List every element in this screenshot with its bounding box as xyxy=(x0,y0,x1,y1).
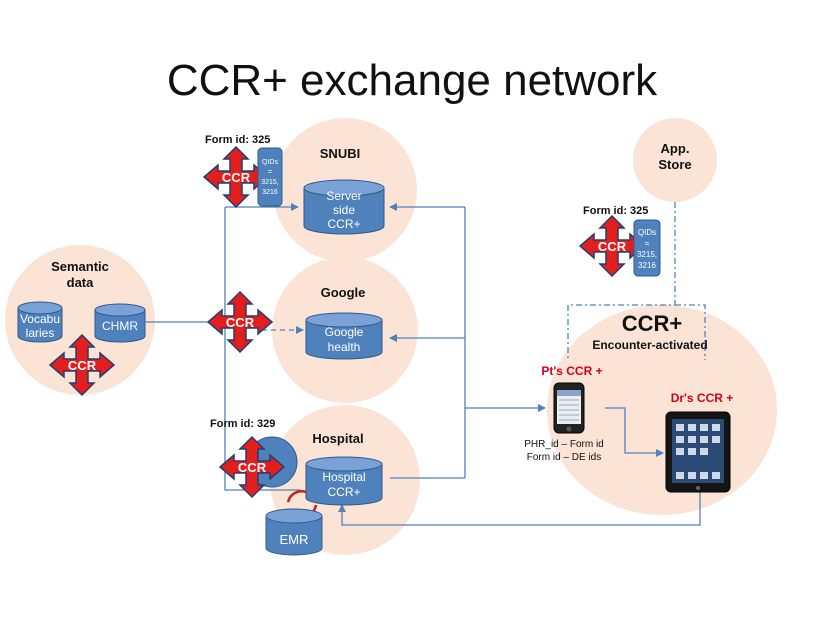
hospital-ccr-arrow: CCR xyxy=(218,435,286,499)
google-health-line-2: health xyxy=(328,340,361,354)
appstore-qids-2: 3215, xyxy=(637,250,657,259)
snubi-qids-2: 3215, xyxy=(261,179,279,186)
hospital-title: Hospital xyxy=(312,431,363,446)
appstore-circle xyxy=(633,118,717,202)
vocab-line-2: laries xyxy=(26,326,55,340)
appstore-ccr-arrow: CCR xyxy=(578,214,646,278)
appstore-qids-3: 3216 xyxy=(638,261,656,270)
hospital-line-1: Hospital xyxy=(322,470,365,484)
hospital-form-id: Form id: 329 xyxy=(210,418,275,430)
appstore-qids-1: = xyxy=(645,239,650,248)
hospital-line-2: CCR+ xyxy=(327,485,360,499)
phone-device xyxy=(553,382,585,434)
page-title: CCR+ exchange network xyxy=(167,56,658,105)
mapping-line-2: Form id – DE ids xyxy=(527,452,601,463)
server-ccr-cylinder: Server side CCR+ xyxy=(303,179,385,235)
appstore-line-2: Store xyxy=(658,157,691,172)
google-title: Google xyxy=(321,285,366,300)
google-ccr-arrow: CCR xyxy=(206,290,274,354)
semantic-ccr-label: CCR xyxy=(68,358,97,373)
tablet-device xyxy=(665,411,731,493)
server-line-1: Server xyxy=(326,189,361,203)
encounter-title: CCR+ xyxy=(622,311,683,336)
appstore-qids-box: QIDs = 3215, 3216 xyxy=(633,219,661,277)
snubi-ccr-label: CCR xyxy=(222,170,251,185)
snubi-qids-1: = xyxy=(268,169,272,176)
hospital-ccr-label: CCR xyxy=(238,460,267,475)
google-health-cylinder: Google health xyxy=(305,312,383,360)
snubi-qids-box: QIDs = 3215, 3216 xyxy=(257,147,283,207)
connector-phone-tablet xyxy=(605,407,664,457)
snubi-form-id: Form id: 325 xyxy=(205,134,270,146)
google-health-line-1: Google xyxy=(325,325,364,339)
semantic-title-2: data xyxy=(67,275,95,290)
connector-appstore-right xyxy=(675,304,706,360)
semantic-ccr-arrow: CCR xyxy=(48,333,116,397)
semantic-circle xyxy=(5,245,155,395)
connectors xyxy=(145,202,706,526)
appstore-line-1: App. xyxy=(661,141,690,156)
connector-tablet-hospital xyxy=(338,492,701,526)
vocab-line-1: Vocabu xyxy=(20,312,60,326)
snubi-qids-3: 3216 xyxy=(262,189,278,196)
pt-ccr-label: Pt's CCR + xyxy=(541,364,602,378)
appstore-form-id: Form id: 325 xyxy=(583,205,648,217)
emr-label: EMR xyxy=(280,532,309,547)
snubi-qids-0: QIDs xyxy=(262,159,278,166)
semantic-title-1: Semantic xyxy=(51,259,109,274)
encounter-subtitle: Encounter-activated xyxy=(592,338,707,352)
server-line-3: CCR+ xyxy=(327,217,360,231)
dr-ccr-label: Dr's CCR + xyxy=(671,391,734,405)
snubi-ccr-arrow: CCR xyxy=(202,145,270,209)
chmr-cylinder: CHMR xyxy=(94,303,146,343)
chmr-label: CHMR xyxy=(102,319,138,333)
appstore-ccr-label: CCR xyxy=(598,239,627,254)
vocabularies-cylinder: Vocabu laries xyxy=(17,301,63,343)
server-line-2: side xyxy=(333,203,355,217)
emr-cylinder: EMR xyxy=(265,508,323,556)
appstore-qids-0: QIDs xyxy=(638,228,656,237)
connector-vertical-left xyxy=(224,207,300,491)
connector-appstore xyxy=(567,202,676,360)
google-ccr-label: CCR xyxy=(226,315,255,330)
hospital-ccr-cylinder: Hospital CCR+ xyxy=(305,456,383,506)
mapping-line-1: PHR_id – Form id xyxy=(524,439,603,450)
snubi-title: SNUBI xyxy=(320,146,360,161)
